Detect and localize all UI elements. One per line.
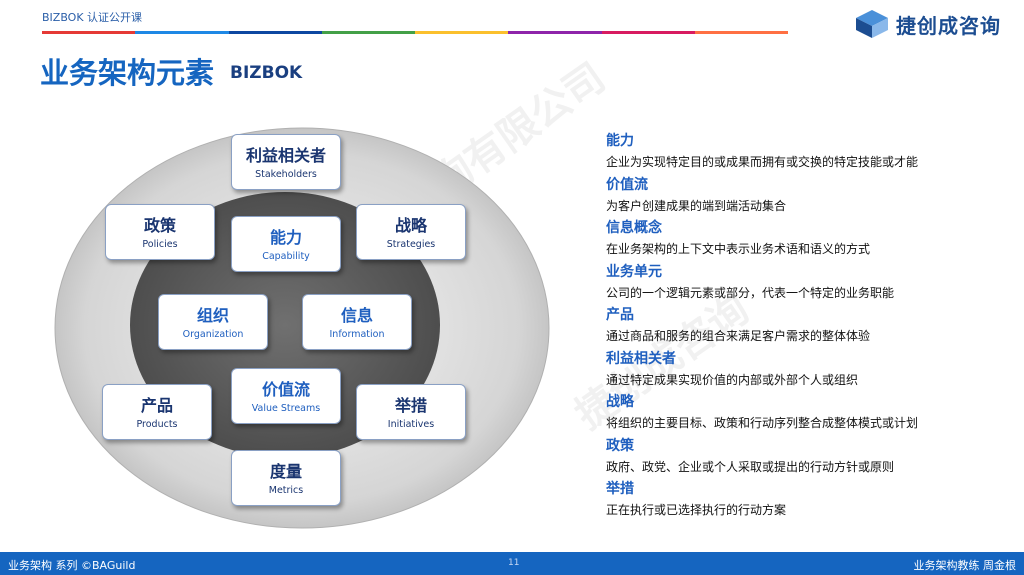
definition-title: 价值流: [606, 176, 648, 193]
definition-item: 业务单元 公司的一个逻辑元素或部分，代表一个特定的业务职能: [606, 261, 1006, 305]
definition-item: 战略 将组织的主要目标、政策和行动序列整合成整体模式或计划: [606, 391, 1006, 435]
definition-item: 产品 通过商品和服务的组合来满足客户需求的整体体验: [606, 304, 1006, 348]
card-subtitle: Stakeholders: [255, 169, 317, 180]
definition-text: 在业务架构的上下文中表示业务术语和语义的方式: [606, 242, 871, 256]
footer-series: 业务架构 系列 ©BAGuild: [8, 559, 136, 572]
color-segment: [135, 31, 229, 34]
color-segment: [321, 31, 415, 34]
card-subtitle: Capability: [262, 251, 310, 262]
card-capability: 能力 Capability: [231, 216, 341, 272]
definition-text: 正在执行或已选择执行的行动方案: [606, 503, 787, 517]
card-subtitle: Value Streams: [251, 403, 321, 414]
definition-item: 能力 企业为实现特定目的或成果而拥有或交换的特定技能或才能: [606, 130, 1006, 174]
card-organization: 组织 Organization: [158, 294, 268, 350]
definition-title: 政策: [606, 437, 634, 454]
color-bar: [42, 31, 788, 34]
architecture-diagram: 利益相关者 Stakeholders 政策 Policies 能力 Capabi…: [50, 120, 560, 540]
brand-text: 捷创成咨询: [896, 13, 1001, 38]
card-subtitle: Policies: [142, 239, 178, 250]
page-subtitle: BIZBOK: [230, 63, 303, 83]
card-title: 能力: [269, 228, 302, 247]
card-value-streams: 价值流 Value Streams: [231, 368, 341, 424]
color-segment: [601, 31, 695, 34]
definition-title: 举措: [606, 481, 634, 497]
footer-author: 业务架构教练 周金根: [913, 559, 1017, 572]
color-segment: [508, 31, 602, 34]
definition-text: 政府、政党、企业或个人采取或提出的行动方针或原则: [606, 459, 895, 474]
definition-item: 政策 政府、政党、企业或个人采取或提出的行动方针或原则: [606, 435, 1006, 479]
definition-text: 为客户创建成果的端到端活动集合: [606, 198, 787, 213]
color-segment: [42, 31, 136, 34]
definitions-list: 能力 企业为实现特定目的或成果而拥有或交换的特定技能或才能 价值流 为客户创建成…: [606, 130, 1006, 522]
card-information: 信息 Information: [302, 294, 412, 350]
page-number: 11: [508, 558, 520, 568]
card-strategies: 战略 Strategies: [356, 204, 466, 260]
course-label: BIZBOK 认证公开课: [42, 11, 143, 24]
definition-text: 公司的一个逻辑元素或部分，代表一个特定的业务职能: [606, 285, 895, 300]
definition-title: 产品: [606, 307, 634, 323]
card-title: 战略: [394, 216, 427, 235]
card-metrics: 度量 Metrics: [231, 450, 341, 506]
page-title: 业务架构元素: [40, 56, 215, 90]
card-title: 利益相关者: [245, 146, 326, 165]
cube-logo-icon: [856, 10, 888, 38]
card-subtitle: Metrics: [268, 485, 304, 496]
card-title: 价值流: [261, 380, 310, 399]
card-initiatives: 举措 Initiatives: [356, 384, 466, 440]
card-title: 信息: [340, 306, 373, 325]
definition-title: 能力: [606, 133, 634, 149]
color-segment: [694, 31, 788, 34]
card-products: 产品 Products: [102, 384, 212, 440]
card-subtitle: Products: [136, 419, 178, 430]
definition-title: 利益相关者: [606, 350, 676, 367]
card-subtitle: Initiatives: [387, 419, 435, 430]
definition-item: 信息概念 在业务架构的上下文中表示业务术语和语义的方式: [606, 217, 1006, 261]
card-stakeholders: 利益相关者 Stakeholders: [231, 134, 341, 190]
brand-logo: 捷创成咨询: [854, 8, 1001, 40]
definition-text: 将组织的主要目标、政策和行动序列整合成整体模式或计划: [606, 416, 919, 430]
definition-title: 信息概念: [606, 220, 662, 236]
card-title: 产品: [140, 396, 173, 415]
card-policies: 政策 Policies: [105, 204, 215, 260]
color-segment: [228, 31, 322, 34]
card-title: 组织: [196, 306, 229, 325]
definition-title: 战略: [606, 394, 634, 410]
definition-item: 举措 正在执行或已选择执行的行动方案: [606, 478, 1006, 522]
card-title: 举措: [394, 396, 427, 415]
color-segment: [415, 31, 509, 34]
definition-text: 通过特定成果实现价值的内部或外部个人或组织: [606, 372, 859, 387]
definition-item: 价值流 为客户创建成果的端到端活动集合: [606, 174, 1006, 218]
card-title: 度量: [269, 462, 302, 481]
card-subtitle: Strategies: [386, 239, 436, 250]
card-subtitle: Organization: [182, 329, 244, 340]
footer-bar: 业务架构 系列 ©BAGuild 11 业务架构教练 周金根: [0, 552, 1024, 575]
card-title: 政策: [143, 216, 176, 235]
card-subtitle: Information: [329, 329, 385, 340]
definition-text: 通过商品和服务的组合来满足客户需求的整体体验: [606, 329, 871, 343]
definition-item: 利益相关者 通过特定成果实现价值的内部或外部个人或组织: [606, 348, 1006, 392]
definition-text: 企业为实现特定目的或成果而拥有或交换的特定技能或才能: [606, 155, 919, 169]
definition-title: 业务单元: [606, 263, 662, 280]
